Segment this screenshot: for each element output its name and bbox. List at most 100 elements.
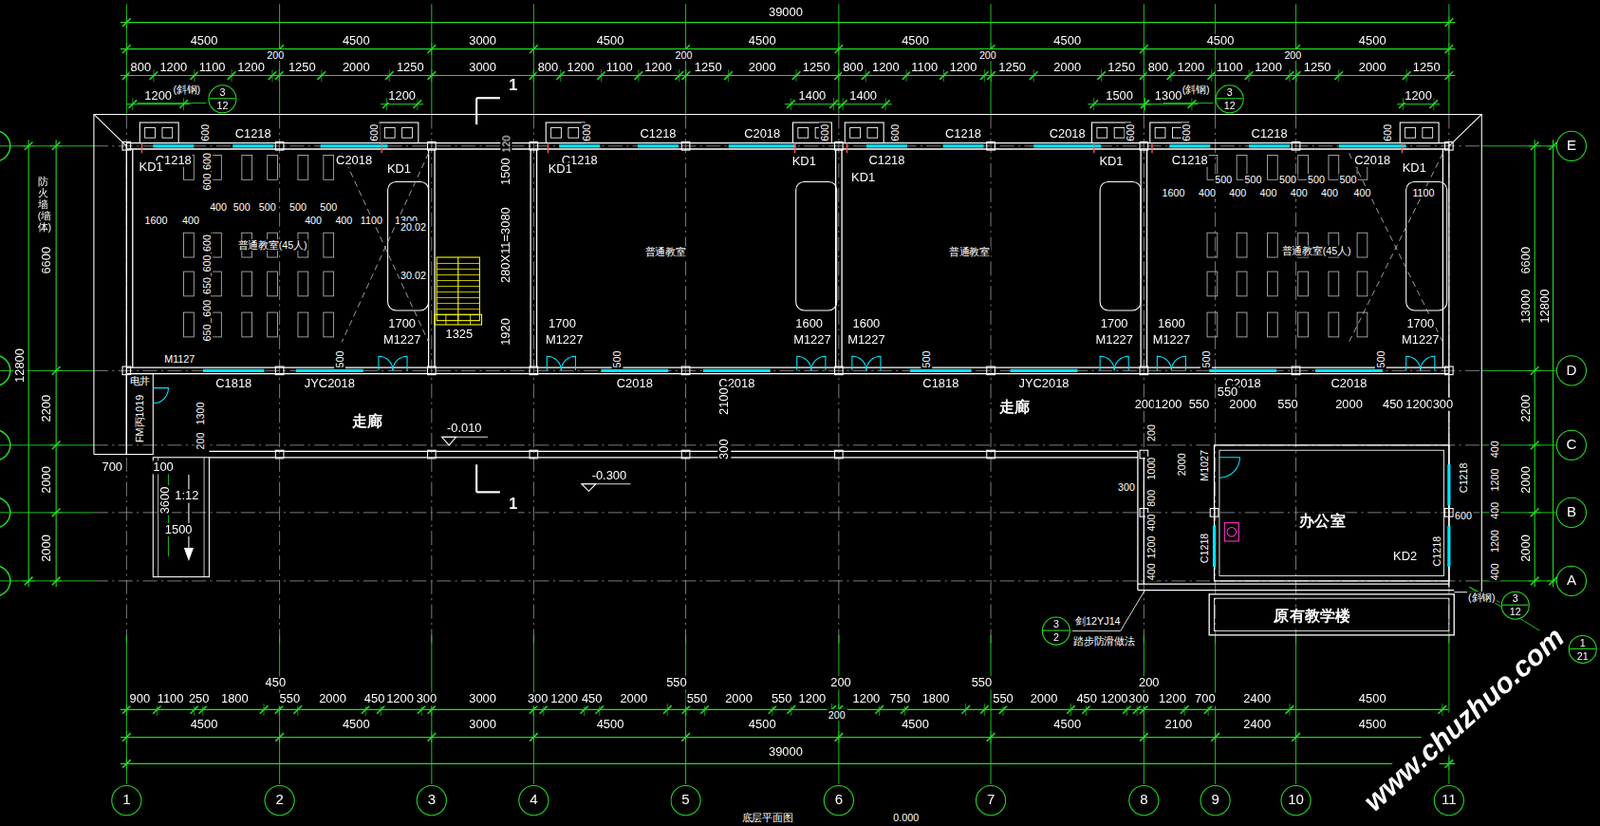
opening-code: M1227 (1094, 333, 1135, 347)
dimension-text: 1500 (164, 522, 194, 537)
axis-number: 8 (1139, 792, 1148, 809)
dimension-text: 300 (526, 692, 550, 707)
dimension-text: 700 (100, 460, 124, 474)
dimension-text: 300 (1116, 481, 1136, 493)
dimension-text: 1200 (143, 89, 173, 103)
line-shape (990, 113, 992, 645)
line-shape (685, 113, 687, 645)
line-shape (279, 69, 280, 82)
circle-shape (0, 354, 11, 386)
opening-code: KD2 (1392, 549, 1418, 563)
rect-shape (267, 154, 279, 180)
dimension-text: 200 (194, 431, 206, 451)
dimension-text: 550 (665, 675, 689, 689)
path-shape (185, 547, 194, 559)
axis-number: 3 (427, 792, 436, 809)
opening-code: M1227 (544, 333, 585, 347)
rect-shape (529, 366, 539, 375)
line-shape (430, 730, 432, 744)
rect-shape (1139, 366, 1149, 375)
annotation-text: 普通教室 (948, 246, 991, 259)
dimension-text: 1600 (1161, 186, 1187, 199)
dimension-text: 600 (201, 233, 213, 253)
dimension-text: 1325 (444, 328, 474, 342)
dimension-text: 13000 (1519, 288, 1533, 325)
rect-shape (1224, 522, 1239, 541)
dimension-text: 550 (991, 692, 1015, 707)
rect-shape (545, 122, 585, 144)
rect-shape (867, 127, 878, 138)
line-shape (1338, 69, 1340, 82)
dimension-text: 39000 (767, 744, 804, 759)
line-shape (1448, 69, 1450, 82)
rect-shape (792, 122, 832, 144)
dimension-text: 1200 (385, 692, 415, 707)
rect-shape (184, 271, 195, 297)
dimension-text: 200 (1134, 397, 1157, 411)
line-shape (1406, 69, 1408, 82)
dimension-text: 1250 (693, 60, 724, 75)
rect-shape (1207, 232, 1218, 258)
rect-shape (122, 141, 131, 150)
rect-shape (122, 366, 131, 375)
opening-code: C2018 (743, 127, 782, 141)
line-shape (637, 144, 679, 148)
line-shape (533, 42, 535, 56)
line-shape (389, 69, 391, 82)
line-shape (906, 69, 908, 82)
path-shape (152, 388, 168, 404)
dimension-text: 120 (500, 134, 512, 154)
rect-shape (1236, 232, 1247, 258)
rect-shape (1097, 127, 1108, 138)
rect-shape (681, 141, 690, 150)
dimension-text: 2000 (341, 60, 372, 75)
dimension-text: 600 (199, 123, 211, 143)
line-shape (965, 703, 967, 716)
line-shape (1143, 69, 1145, 82)
rect-shape (1209, 508, 1219, 518)
line-shape (296, 369, 364, 373)
line-shape (1481, 145, 1556, 147)
detail-callout: 312 (1215, 84, 1245, 113)
rect-shape (1266, 271, 1278, 297)
line-shape (990, 730, 992, 744)
dimension-text: 1600 (1156, 316, 1187, 331)
rect-shape (184, 232, 195, 258)
rect-shape (1154, 127, 1166, 138)
line-shape (943, 69, 945, 82)
line-shape (1143, 457, 1145, 584)
line-shape (846, 143, 848, 154)
dimension-text: 2000 (39, 465, 54, 495)
path-shape (1171, 355, 1186, 371)
rect-shape (551, 127, 562, 138)
path-shape (811, 355, 826, 371)
line-shape (120, 762, 1455, 764)
line-shape (547, 143, 549, 154)
opening-code: KD1 (1097, 154, 1124, 168)
dimension-text: 1800 (921, 692, 951, 707)
opening-code: C1818 (921, 376, 960, 391)
line-shape (794, 143, 796, 154)
rect-shape (1328, 271, 1340, 297)
opening-code: C2018 (334, 153, 373, 168)
axis-bubble: 5 (669, 784, 701, 816)
line-shape (837, 42, 839, 56)
line-shape (533, 730, 535, 744)
line-shape (279, 113, 280, 645)
rect-shape (1445, 508, 1454, 518)
rect-shape (1266, 154, 1278, 180)
dimension-text: 200 (978, 49, 998, 61)
line-shape (152, 69, 154, 82)
dimension-text: 300 (1432, 397, 1455, 411)
dimension-text: 1300 (1153, 89, 1184, 103)
line-shape (885, 97, 887, 111)
line-shape (1528, 579, 1542, 581)
rect-shape (162, 127, 173, 138)
rect-shape (1328, 154, 1340, 180)
opening-code: C1218 (234, 127, 273, 141)
axis-number: 1 (122, 792, 131, 809)
dimension-text: 4500 (747, 34, 778, 48)
circle-shape (0, 429, 11, 461)
axis-number: D (1565, 362, 1577, 379)
